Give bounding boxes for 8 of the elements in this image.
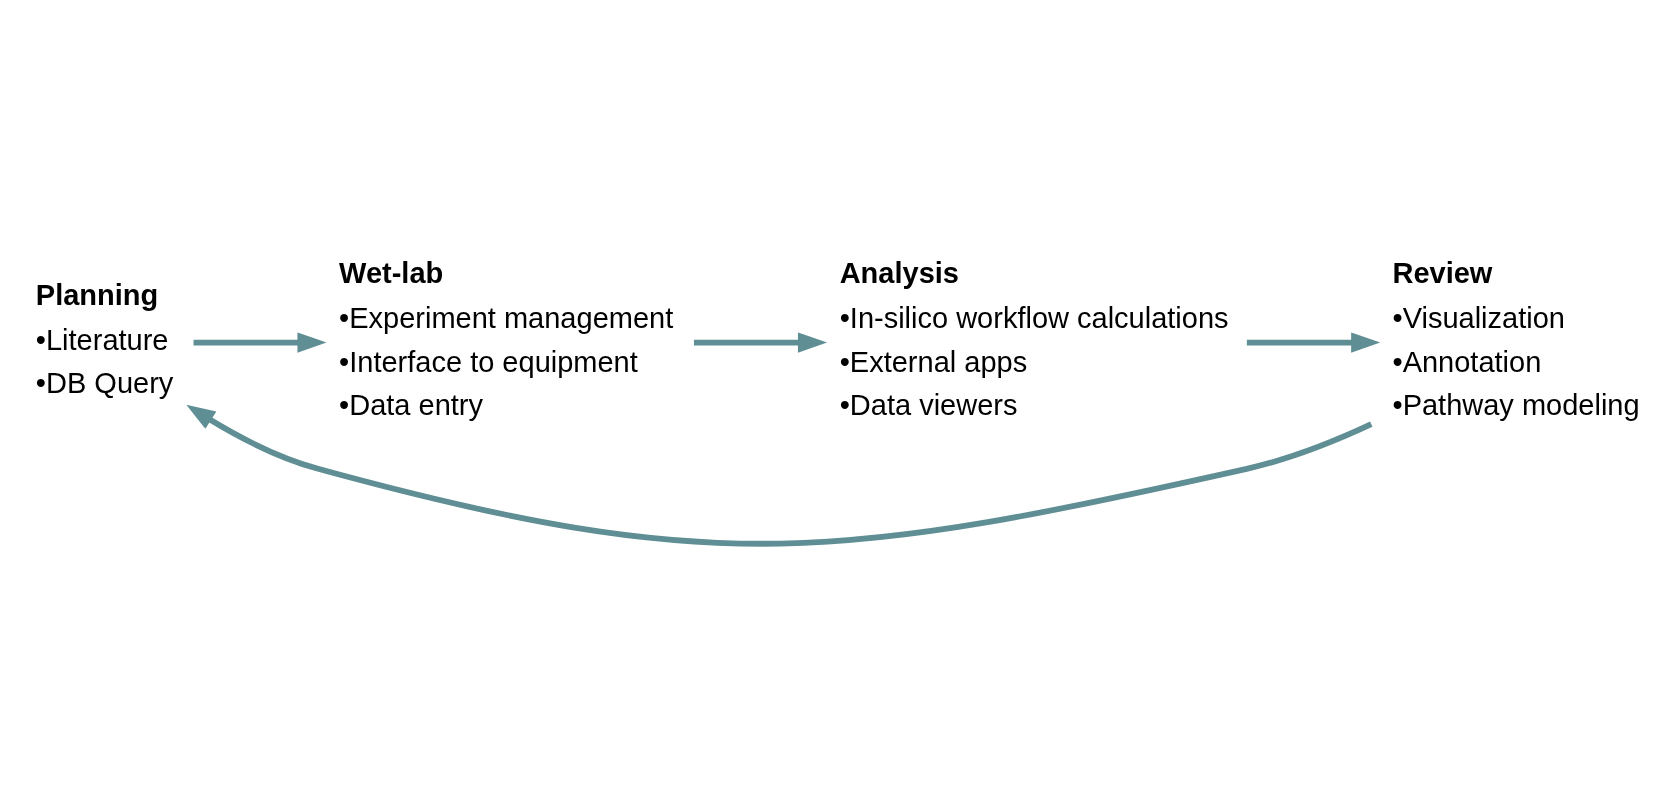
node-text: Review •Visualization •Annotation •Pathway modeling [1392,256,1640,421]
node-text: Planning •Literature •DB Query [35,278,174,399]
arrow [693,331,828,353]
arrow [1246,331,1381,353]
arrow [193,331,327,353]
node-text: Wet-lab •Experiment management •Interface to equipment •Data entry [339,256,674,421]
arrow [186,404,1373,546]
node-text: Analysis •In-silico workflow calculations •External apps •Data viewers [839,256,1229,421]
